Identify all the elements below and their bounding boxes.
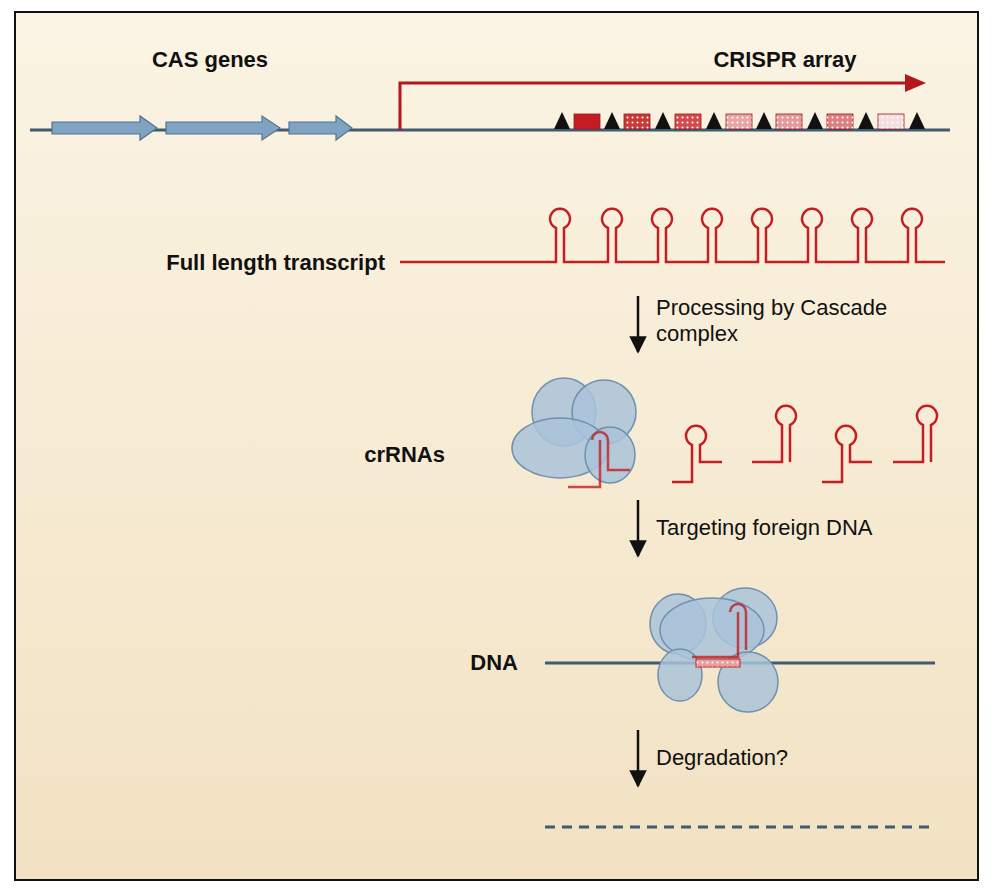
target-site-dots [696, 659, 740, 667]
repeat-triangle [858, 112, 874, 129]
step-arrows [637, 296, 640, 786]
spacer-dots [878, 114, 904, 129]
free-crrnas [672, 406, 937, 482]
spacer-dots [624, 114, 650, 129]
spacer-dots [827, 114, 853, 129]
spacer-box [878, 114, 904, 129]
crispr-array [554, 112, 925, 129]
spacer-dots [776, 114, 802, 129]
bound-crrna [568, 432, 630, 487]
repeat-triangle [807, 112, 823, 129]
degraded-dna [545, 826, 935, 829]
crrna [893, 406, 937, 462]
promoter-arrowhead [905, 74, 926, 92]
repeat-triangle [756, 112, 772, 129]
crrna [752, 406, 796, 462]
gene-label: CRISPR array [713, 47, 856, 73]
cascade-on-dna [650, 588, 778, 712]
stage-label: crRNAs [364, 442, 445, 468]
spacer-dots [726, 114, 752, 129]
promoter-arrow [400, 83, 912, 130]
spacer-box [675, 114, 701, 129]
spacer-box [624, 114, 650, 129]
step-label: Processing by Cascade complex [656, 295, 896, 348]
repeat-triangle [909, 112, 925, 129]
spacer-box [574, 114, 600, 129]
spacer-box [827, 114, 853, 129]
cascade-complex [512, 378, 636, 483]
repeat-triangle [554, 112, 570, 129]
spacer-box [726, 114, 752, 129]
panel-frame [15, 12, 978, 880]
repeat-triangle [706, 112, 722, 129]
stage-label: DNA [470, 650, 518, 676]
step-label: Degradation? [656, 745, 788, 771]
step-label: Targeting foreign DNA [656, 515, 872, 541]
crrna [672, 426, 722, 482]
repeat-triangle [655, 112, 671, 129]
repeat-triangle [604, 112, 620, 129]
cas-gene-arrows [52, 116, 352, 140]
guide-crrna [692, 604, 746, 657]
spacer-dots [675, 114, 701, 129]
crrna [822, 426, 872, 482]
gene-label: CAS genes [152, 47, 268, 73]
stage-label: Full length transcript [166, 250, 385, 276]
spacer-box [776, 114, 802, 129]
transcript-line [400, 209, 945, 262]
full-length-transcript [400, 209, 945, 262]
target-site [696, 659, 740, 667]
